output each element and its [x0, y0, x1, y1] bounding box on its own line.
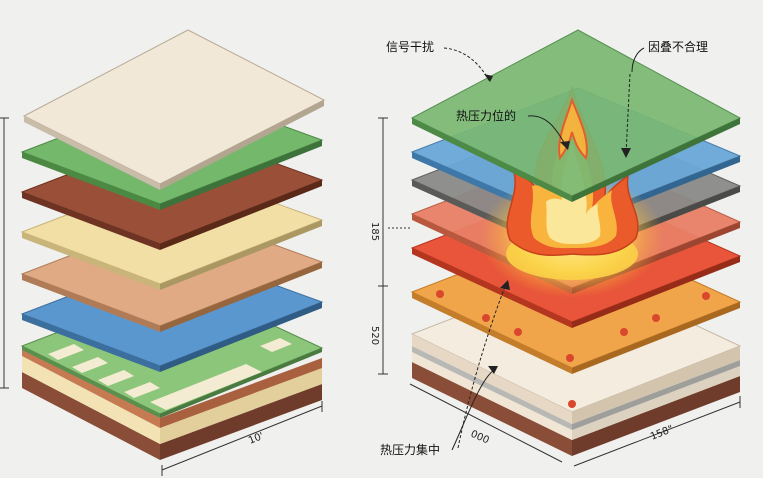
callout-signal-interference: 信号干扰 [386, 40, 493, 83]
unreasonable-stacking-label: 因叠不合理 [648, 39, 708, 54]
heat-dot [620, 328, 628, 336]
right-layer-stack: 185 520 000 158" [369, 29, 742, 467]
right-bottom-right-label: 158" [649, 424, 675, 443]
right-layer-top-green [410, 29, 742, 202]
thermal-stress-concentration-label: 热压力集中 [380, 442, 440, 457]
heat-dot [436, 290, 444, 298]
heat-dot [568, 400, 576, 408]
signal-interference-label: 信号干扰 [386, 40, 434, 54]
left-bottom-dimension: 10' [161, 401, 323, 476]
callout-unreasonable-stacking: 因叠不合理 [621, 39, 708, 158]
heat-dot [566, 354, 574, 362]
circuit-trace [150, 364, 262, 410]
heat-dot [702, 292, 710, 300]
right-height-dimension: 185 520 [369, 117, 412, 375]
thermal-stress-position-label: 热压力位的 [456, 108, 516, 123]
left-bottom-dimension-label: 10' [247, 431, 265, 447]
circuit-trace [260, 338, 292, 352]
callout-thermal-stress-position: 热压力位的 [456, 108, 570, 150]
circuit-trace [48, 344, 84, 360]
right-upper-dimension-label: 185 [369, 222, 380, 241]
circuit-trace [98, 370, 134, 386]
right-bottom-mid-label: 000 [469, 429, 491, 447]
left-height-dimension [0, 117, 9, 389]
heat-dot [652, 314, 660, 322]
left-layer-top [22, 29, 326, 190]
circuit-trace [72, 357, 108, 373]
heat-dot [514, 328, 522, 336]
right-lower-dimension-label: 520 [369, 326, 380, 345]
left-layer-stack: 10' [0, 29, 326, 476]
heat-dot [482, 314, 490, 322]
callout-thermal-stress-concentration: 热压力集中 [380, 280, 510, 457]
circuit-trace [124, 382, 160, 398]
